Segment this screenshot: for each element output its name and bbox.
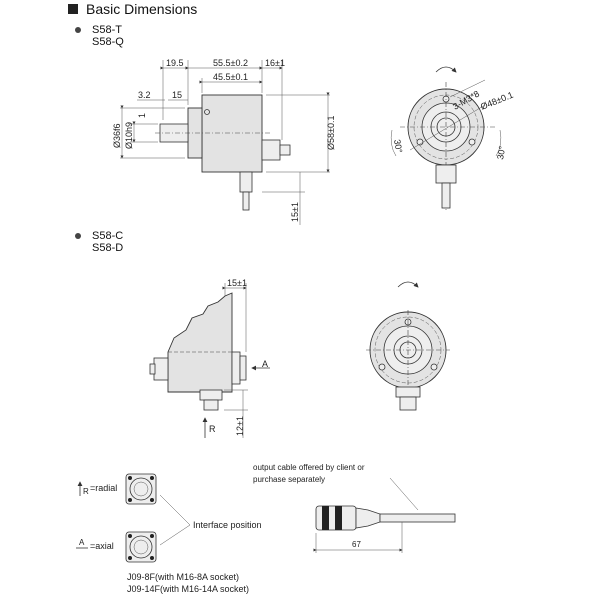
dim-1: 1 [137,113,147,118]
encoder-side-view-connector [149,283,270,438]
bullet-icon [75,233,81,239]
radial-mark: R [83,487,89,496]
axial-label: =axial [90,541,114,551]
dim-16: 16±1 [265,58,285,68]
angle-left: 30° [392,139,404,155]
model-label: S58-D [92,242,123,254]
angle-right: 30° [495,145,507,161]
dim-19-5: 19.5 [166,58,184,68]
encoder-front-view-connector [366,281,450,411]
dim-55-5: 55.5±0.2 [213,58,248,68]
page-title: Basic Dimensions [86,1,197,17]
axial-mark: A [262,359,268,369]
radial-mark: R [209,424,216,434]
dim-48: Ø48±0.1 [479,90,515,112]
connector-type: J09-8F(with M16-8A socket) [127,572,239,582]
radial-label: =radial [90,483,117,493]
connector-axial [125,531,157,563]
axial-mark: A [79,538,85,547]
encoder-front-view [390,66,502,210]
connector-type: J09-14F(with M16-14A socket) [127,584,249,594]
dim-3-2: 3.2 [138,90,151,100]
dim-58: Ø58±0.1 [326,116,336,150]
interface-position-label: Interface position [193,520,262,530]
dim-45-5: 45.5±0.1 [213,72,248,82]
heading-square-icon [68,4,78,14]
output-cable [313,477,456,553]
model-label: S58-Q [92,36,124,48]
cable-note: output cable offered by client or [253,463,365,472]
rotation-arrow-icon [397,281,419,288]
bullet-icon [75,27,81,33]
rotation-arrow-icon [435,66,457,73]
cable-length: 67 [352,540,361,549]
dim-10h9: Ø10h9 [124,122,134,149]
dim-15-connector: 15±1 [227,278,247,288]
dim-36f6: Ø36f6 [112,123,122,148]
dim-15-cable: 15±1 [290,202,300,222]
model-label: S58-T [92,24,122,36]
encoder-side-view [120,60,330,225]
cable-note: purchase separately [253,475,325,484]
dim-12: 12±1 [235,416,245,436]
dim-15: 15 [172,90,182,100]
model-label: S58-C [92,230,123,242]
connector-radial [125,473,157,505]
